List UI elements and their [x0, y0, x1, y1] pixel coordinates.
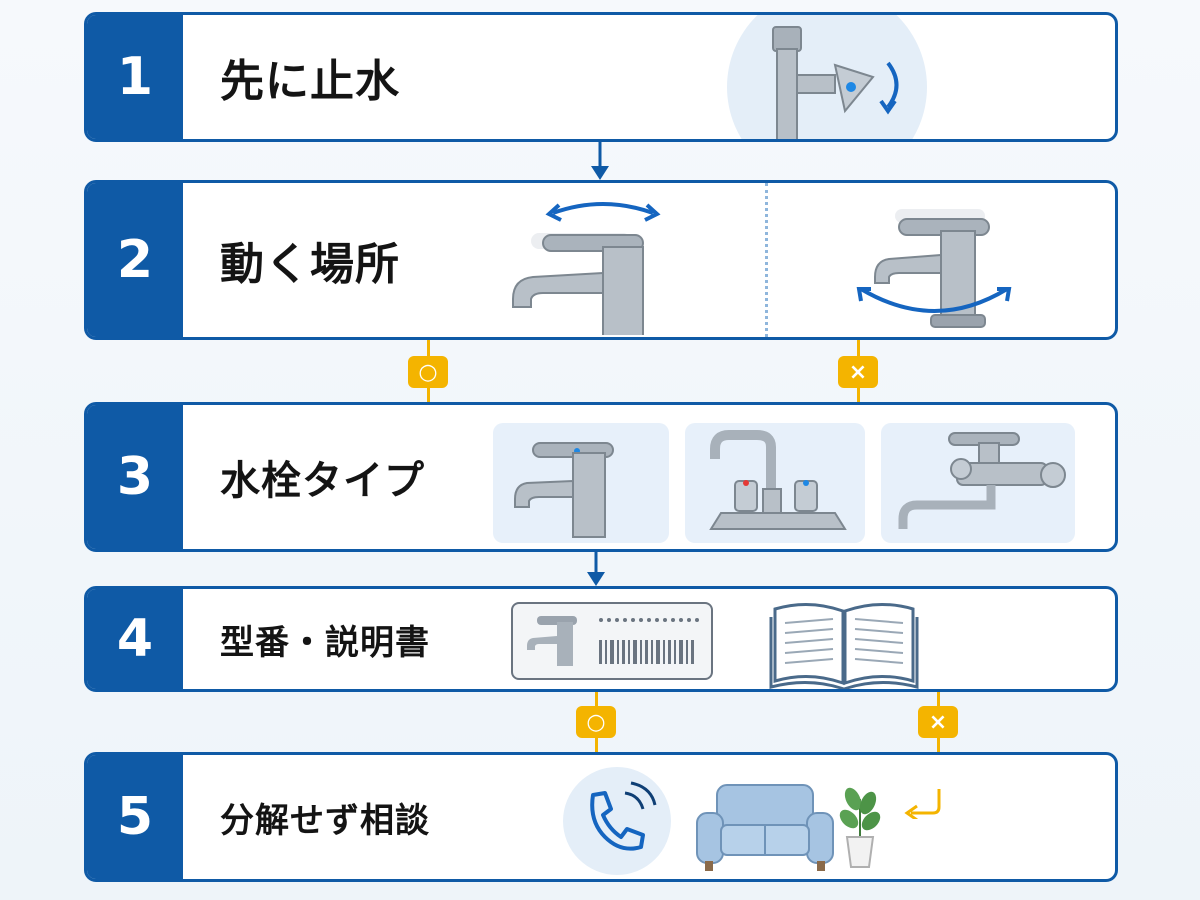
arrow-left-icon: [904, 789, 941, 819]
step-4-number: 4: [87, 589, 183, 689]
ng-badge-step2: ×: [838, 356, 878, 388]
step-3-title: 水栓タイプ: [220, 458, 425, 504]
faucet-type-wall-mount-card[interactable]: [881, 423, 1075, 543]
step-1-number: 1: [87, 15, 183, 139]
step-2-title: 動く場所: [220, 239, 400, 290]
step-2-row: 2 動く場所: [84, 180, 1118, 340]
step-5-title: 分解せず相談: [220, 800, 430, 841]
faucet-handle-moves-icon: [512, 202, 661, 335]
faucet-type-two-handle-card[interactable]: [685, 423, 865, 543]
wall-mount-faucet-icon: [898, 432, 1066, 529]
barcode-icon: [599, 618, 699, 664]
step-1-row: 1 先に止水: [84, 12, 1118, 142]
label-faucet-icon: [527, 616, 577, 666]
step-5-row: 5 分解せず相談: [84, 752, 1118, 882]
potted-plant-icon: [839, 787, 881, 868]
step-3-number: 3: [87, 405, 183, 549]
step-5-number: 5: [87, 755, 183, 879]
arrow-down-icon: [591, 142, 609, 180]
step-4-row: 4 型番・説明書: [84, 586, 1118, 692]
arrow-down-icon: [587, 552, 605, 586]
single-lever-faucet-icon: [514, 442, 614, 538]
sofa-icon: [696, 784, 834, 871]
ng-badge-step4: ×: [918, 706, 958, 738]
model-number-label: [511, 602, 713, 680]
open-manual-icon: [769, 602, 919, 689]
step-4-title: 型番・説明書: [220, 622, 430, 663]
faucet-type-single-lever-card[interactable]: [493, 423, 669, 543]
connector-line-ng-4: [937, 692, 940, 788]
two-handle-faucet-icon: [709, 430, 847, 530]
ok-badge-step4: ○: [576, 706, 616, 738]
step-2-number: 2: [87, 183, 183, 337]
step-3-row: 3 水栓タイプ: [84, 402, 1118, 552]
shutoff-valve-icon: [727, 15, 927, 139]
step-2-divider: [765, 183, 768, 337]
ok-badge-step2: ○: [408, 356, 448, 388]
phone-call-icon[interactable]: [561, 765, 677, 875]
faucet-base-moves-icon: [856, 209, 1012, 328]
step-1-title: 先に止水: [220, 56, 400, 107]
